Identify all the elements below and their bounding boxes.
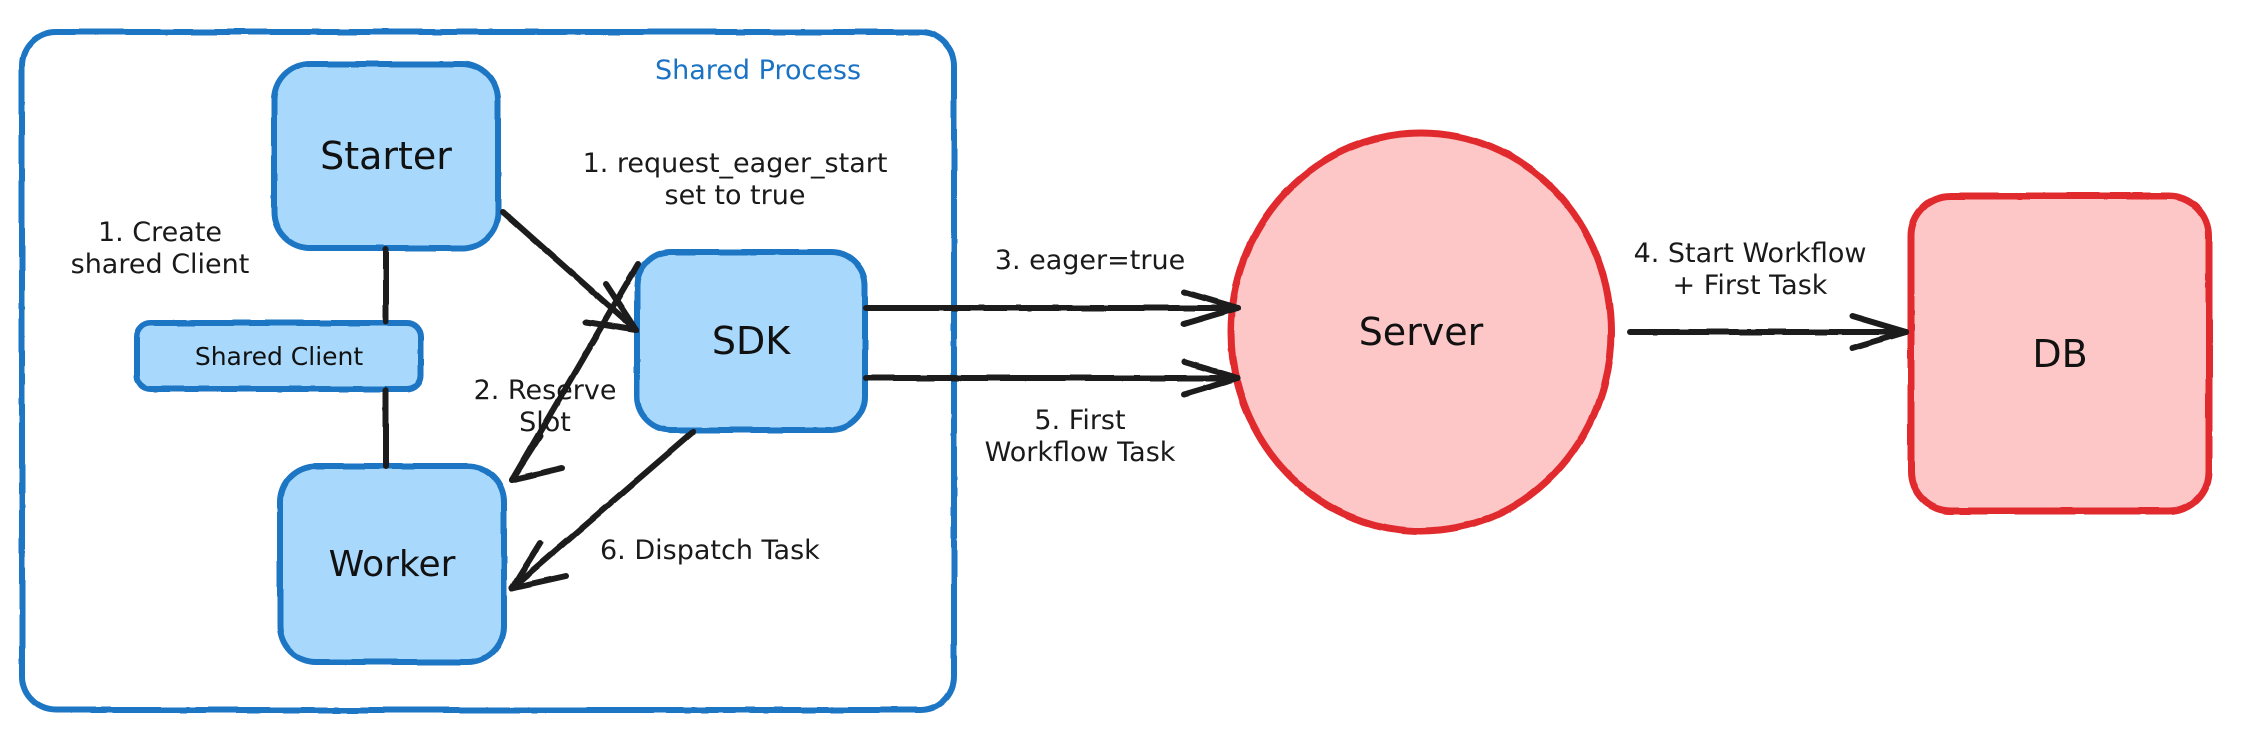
edge-label-create-shared-client: 1. Create shared Client	[70, 217, 250, 280]
edge-label-first-workflow-task: 5. First Workflow Task	[984, 405, 1176, 468]
arrow-server-to-db	[1627, 313, 1909, 351]
edge-label-request-eager-start: 1. request_eager_start set to true	[582, 148, 888, 211]
shared-process-label: Shared Process	[655, 55, 862, 86]
arrow-sdk-to-worker-reserve	[509, 261, 641, 483]
edge-label-dispatch-task: 6. Dispatch Task	[600, 535, 820, 566]
node-db-shape[interactable]	[1907, 192, 2213, 515]
node-starter-shape[interactable]	[271, 61, 501, 251]
node-server-shape[interactable]	[1227, 129, 1615, 535]
arrow-sdk-to-server-eager	[863, 289, 1241, 327]
arrow-sdk-to-server-first-task	[863, 359, 1241, 397]
edge-label-reserve-slot: 2. Reserve Slot	[473, 375, 617, 438]
edge-label-eager-true: 3. eager=true	[994, 245, 1186, 276]
node-worker-shape[interactable]	[277, 463, 507, 665]
node-sdk-shape[interactable]	[634, 249, 868, 433]
arrow-sdk-to-worker-dispatch	[509, 429, 696, 591]
arrow-starter-to-sdk	[500, 209, 639, 333]
shared-process-container	[19, 29, 957, 713]
edge-label-start-workflow-first-task: 4. Start Workflow + First Task	[1633, 238, 1867, 301]
node-shared-client-shape[interactable]	[134, 320, 424, 392]
